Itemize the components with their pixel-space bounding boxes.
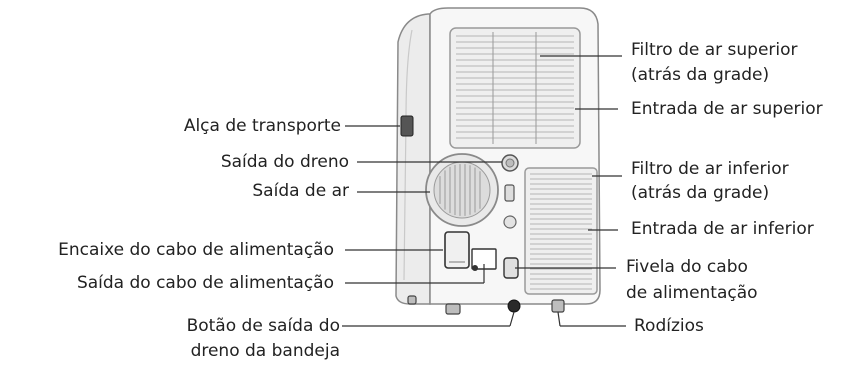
power-cable-socket xyxy=(444,231,470,269)
label-rodizios: Rodízios xyxy=(634,316,704,336)
carry-handle xyxy=(400,115,414,137)
drain-outlet xyxy=(501,154,519,172)
label-fivela-2: de alimentação xyxy=(626,283,758,303)
callout-lines xyxy=(342,55,626,327)
label-encaixe-cabo: Encaixe do cabo de alimentação xyxy=(58,240,334,260)
casters xyxy=(407,295,565,315)
unit-side-panel xyxy=(395,13,431,305)
label-filtro-inferior-1: Filtro de ar inferior xyxy=(631,159,789,179)
upper-grille xyxy=(449,27,581,149)
label-filtro-superior-1: Filtro de ar superior xyxy=(631,40,798,60)
air-outlet xyxy=(425,153,499,227)
lower-grille xyxy=(524,167,598,295)
drain-tray-button xyxy=(507,299,521,313)
label-entrada-superior: Entrada de ar superior xyxy=(631,99,823,119)
label-saida-cabo: Saída do cabo de alimentação xyxy=(76,273,334,293)
label-alca: Alça de transporte xyxy=(183,116,341,136)
label-saida-ar: Saída de ar xyxy=(252,181,349,201)
label-botao-2: dreno da bandeja xyxy=(190,341,340,361)
label-entrada-inferior: Entrada de ar inferior xyxy=(631,219,814,239)
label-filtro-superior-2: (atrás da grade) xyxy=(631,65,770,85)
back-knob xyxy=(503,215,517,229)
label-fivela-1: Fivela do cabo xyxy=(626,257,748,277)
label-saida-dreno: Saída do dreno xyxy=(220,152,349,172)
cable-clip-upper xyxy=(504,184,515,202)
label-filtro-inferior-2: (atrás da grade) xyxy=(631,183,770,203)
label-botao-1: Botão de saída do xyxy=(186,316,340,336)
